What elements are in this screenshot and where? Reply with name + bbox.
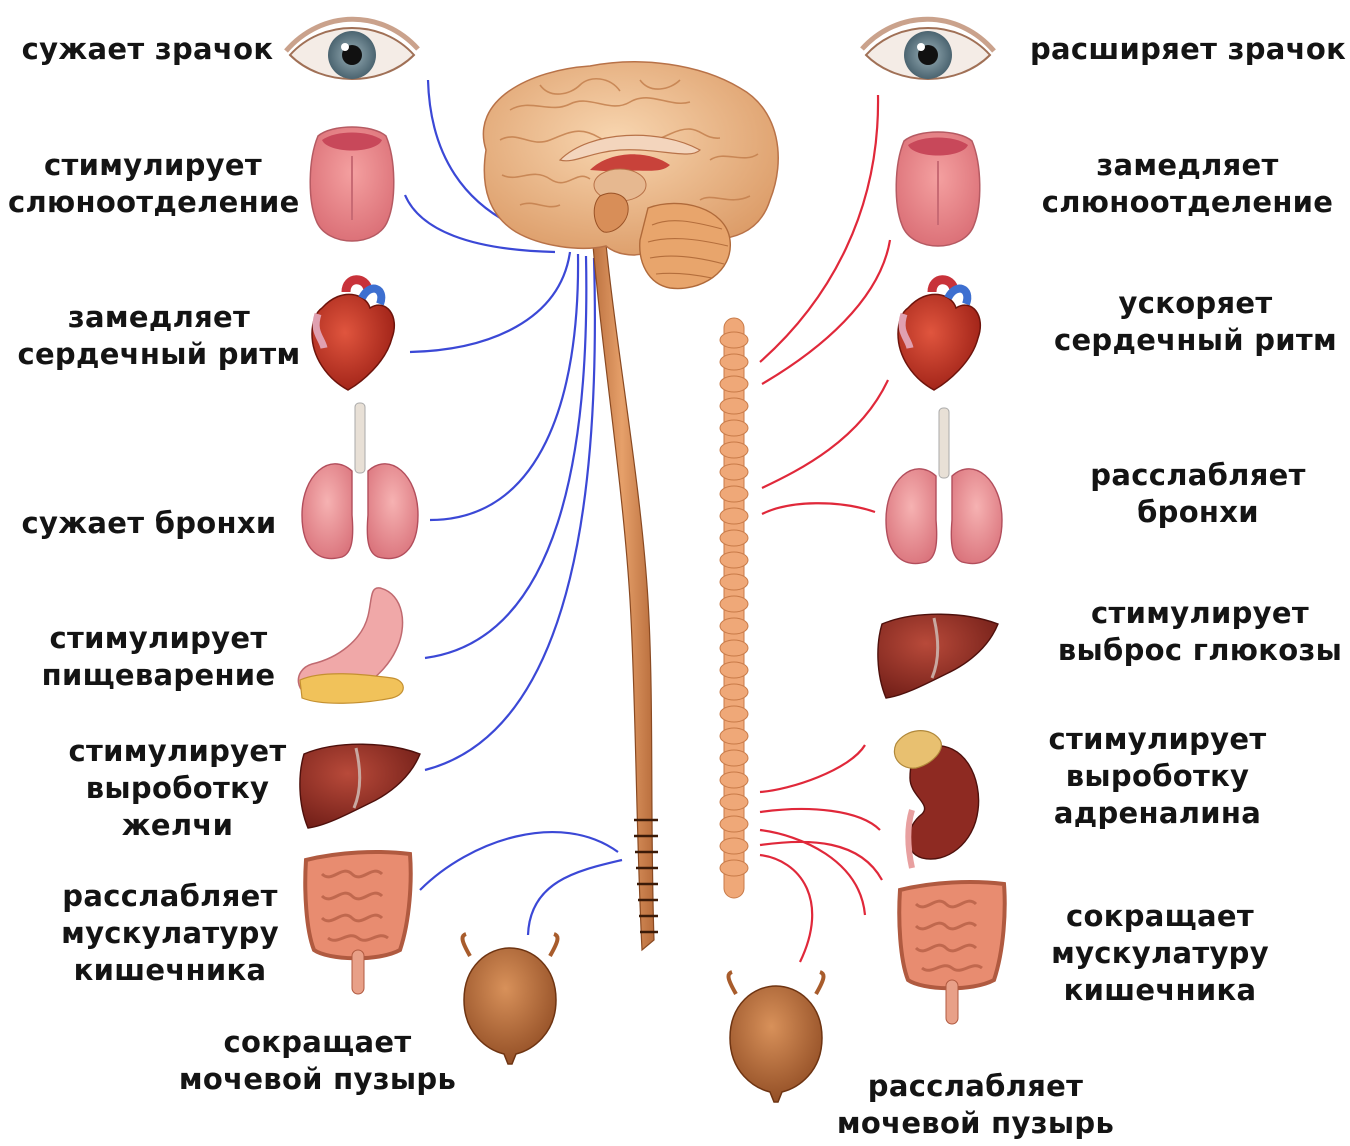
nerve-heart-s [762, 380, 888, 488]
ganglion-bead [720, 376, 748, 392]
ganglion-bead [720, 838, 748, 854]
tongue-left [310, 127, 394, 241]
nerve-lungs-s [762, 503, 875, 514]
ganglion-bead [720, 816, 748, 832]
ganglion-bead [720, 552, 748, 568]
nerve-lungs [430, 254, 578, 520]
intestine-right [899, 882, 1004, 1024]
heart-left [312, 280, 394, 390]
stomach-left [298, 588, 403, 703]
ganglion-bead [720, 530, 748, 546]
ganglion-bead [720, 508, 748, 524]
nerve-heart [410, 252, 570, 352]
bladder-right [729, 972, 824, 1102]
label-dilates-pupil: расширяет зрачок [1030, 31, 1340, 68]
liver-right [878, 614, 998, 698]
nerve-pupil-s [760, 95, 878, 362]
lungs-left [302, 403, 418, 558]
ganglion-bead [720, 354, 748, 370]
ganglion-bead [720, 794, 748, 810]
intestine-left [305, 852, 410, 994]
heart-right [898, 280, 980, 390]
nerve-kidney2-s [760, 809, 880, 830]
ganglion-bead [720, 442, 748, 458]
ganglion-bead [720, 860, 748, 876]
nerve-bladder [528, 860, 622, 935]
bladder-left [463, 934, 558, 1064]
ganglion-bead [720, 332, 748, 348]
label-constricts-pupil: сужает зрачок [20, 31, 275, 68]
spinal-cord [590, 200, 658, 950]
kidney-right [894, 731, 978, 868]
label-constricts-bronchi: сужает бронхи [18, 505, 280, 542]
ganglion-bead [720, 420, 748, 436]
ganglion-bead [720, 464, 748, 480]
ganglion-bead [720, 596, 748, 612]
ganglion-bead [720, 772, 748, 788]
ganglion-bead [720, 618, 748, 634]
eye-right [862, 19, 994, 79]
ganglion-bead [720, 486, 748, 502]
eye-left [286, 19, 418, 79]
sympathetic-nerves [760, 95, 890, 962]
ganglion-bead [720, 398, 748, 414]
ganglion-bead [720, 662, 748, 678]
nerve-stomach [425, 256, 586, 658]
tongue-right [896, 132, 980, 246]
ganglion-bead [720, 640, 748, 656]
sympathetic-chain [720, 318, 748, 898]
nerve-bladder-s [760, 855, 812, 962]
brain [483, 62, 778, 289]
ganglion-bead [720, 574, 748, 590]
ganglion-bead [720, 728, 748, 744]
liver-left [300, 744, 420, 828]
nerve-kidney-s [760, 745, 865, 792]
ganglion-bead [720, 706, 748, 722]
ganglion-bead [720, 684, 748, 700]
lungs-right [886, 408, 1002, 563]
ganglion-bead [720, 750, 748, 766]
nerve-liver [425, 258, 595, 770]
nerve-tongue-s [762, 240, 890, 384]
nerve-intestine [420, 832, 618, 890]
